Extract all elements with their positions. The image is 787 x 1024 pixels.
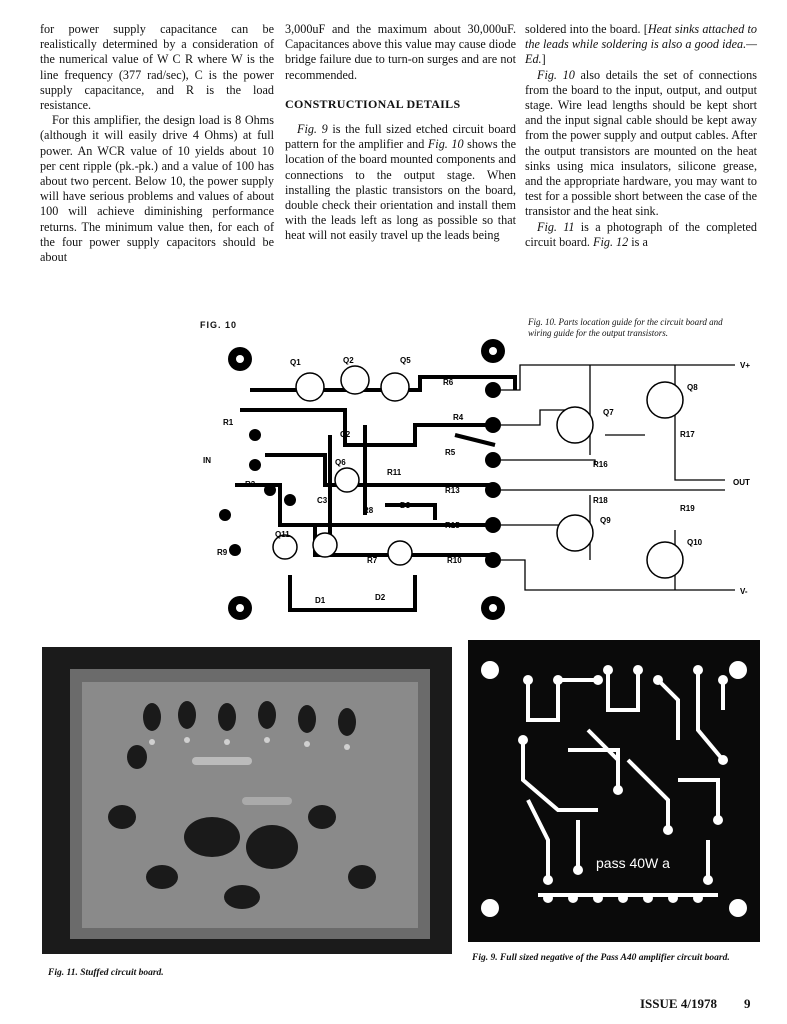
figure-9-pcb-negative: pass 40W a xyxy=(468,640,760,942)
label-r15: R15 xyxy=(445,521,460,530)
paragraph: for power supply capacitance can be real… xyxy=(40,22,274,113)
label-vminus: V- xyxy=(740,587,748,596)
paragraph: soldered into the board. [Heat sinks att… xyxy=(525,22,757,68)
label-r7: R7 xyxy=(367,556,378,565)
label-r8: R8 xyxy=(363,506,374,515)
pcb-artwork: pass 40W a xyxy=(468,640,760,942)
label-out: OUT xyxy=(733,478,750,487)
label-r16: R16 xyxy=(593,460,608,469)
label-r4: R4 xyxy=(453,413,464,422)
figure-9-caption: Fig. 9. Full sized negative of the Pass … xyxy=(472,953,730,963)
mounting-holes xyxy=(228,339,505,620)
figure-ref: Fig. 10 xyxy=(537,67,575,82)
label-d2: D2 xyxy=(375,593,386,602)
label-r10: R10 xyxy=(447,556,462,565)
figure-10-caption: Fig. 10. Parts location guide for the ci… xyxy=(528,317,723,338)
transistor-outlines xyxy=(272,365,413,566)
page-number: 9 xyxy=(744,996,751,1011)
label-r5: R5 xyxy=(445,448,456,457)
label-q1: Q1 xyxy=(290,358,301,367)
traces xyxy=(235,375,517,612)
solder-pads xyxy=(219,382,501,568)
label-q7: Q7 xyxy=(603,408,614,417)
editor-note: Heat sinks attached to the leads while s… xyxy=(525,22,757,67)
paragraph: Fig. 10 also details the set of connecti… xyxy=(525,68,757,220)
board-photo-image xyxy=(42,647,452,954)
text: also details the set of connections from… xyxy=(525,67,757,219)
label-r9: R9 xyxy=(217,548,228,557)
output-transistors xyxy=(556,381,684,579)
figure-ref: Fig. 12 xyxy=(593,234,629,249)
figure-ref: Fig. 9 xyxy=(297,122,328,137)
pcb-label: pass 40W a xyxy=(596,855,670,871)
label-r19: R19 xyxy=(680,504,695,513)
label-q11: Q11 xyxy=(275,530,290,539)
text-column-1: for power supply capacitance can be real… xyxy=(40,22,274,265)
label-c2: C2 xyxy=(340,430,351,439)
label-c3: C3 xyxy=(317,496,328,505)
label-r13: R13 xyxy=(445,486,460,495)
figure-ref: Fig. 10 xyxy=(427,137,464,152)
text-column-3: soldered into the board. [Heat sinks att… xyxy=(525,22,757,250)
text: is a xyxy=(628,234,648,249)
text: soldered into the board. [ xyxy=(525,22,648,36)
label-q5: Q5 xyxy=(400,356,411,365)
label-r6: R6 xyxy=(443,378,454,387)
label-vplus: V+ xyxy=(740,361,750,370)
label-q6: Q6 xyxy=(335,458,346,467)
label-q8: Q8 xyxy=(687,383,698,392)
figure-ref: Fig. 11 xyxy=(537,219,575,234)
text: is the full sized etched circuit board p… xyxy=(285,122,516,152)
output-stage-wiring xyxy=(501,364,735,591)
label-q2: Q2 xyxy=(343,356,354,365)
text: is a photograph of the completed circuit… xyxy=(525,219,757,249)
section-heading: CONSTRUCTIONAL DETAILS xyxy=(285,96,461,111)
text: shows the location of the board mounted … xyxy=(285,137,516,243)
paragraph: Fig. 9 is the full sized etched circuit … xyxy=(285,122,516,244)
label-d3: D3 xyxy=(400,501,411,510)
label-r18: R18 xyxy=(593,496,608,505)
label-q9: Q9 xyxy=(600,516,611,525)
paragraph: Fig. 11 is a photograph of the completed… xyxy=(525,220,757,250)
text: ] xyxy=(541,52,546,67)
paragraph: For this amplifier, the design load is 8… xyxy=(40,113,274,265)
issue-footer: ISSUE 4/1978 xyxy=(640,996,717,1011)
label-in: IN xyxy=(203,456,211,465)
figure-11-caption: Fig. 11. Stuffed circuit board. xyxy=(48,968,164,978)
paragraph: 3,000uF and the maximum about 30,000uF. … xyxy=(285,22,516,82)
label-q10: Q10 xyxy=(687,538,703,547)
label-r11: R11 xyxy=(387,468,402,477)
label-r3: R3 xyxy=(245,480,256,489)
figure-11-photo xyxy=(42,647,452,954)
label-d1: D1 xyxy=(315,596,326,605)
label-r1: R1 xyxy=(223,418,234,427)
figure-10-label: FIG. 10 xyxy=(200,320,238,330)
figure-10-parts-layout: Q1 Q2 Q5 Q6 Q11 R1 R3 R4 R5 R6 R7 R8 R9 … xyxy=(203,339,750,620)
label-r17: R17 xyxy=(680,430,695,439)
text-column-2: 3,000uF and the maximum about 30,000uF. … xyxy=(285,22,516,244)
